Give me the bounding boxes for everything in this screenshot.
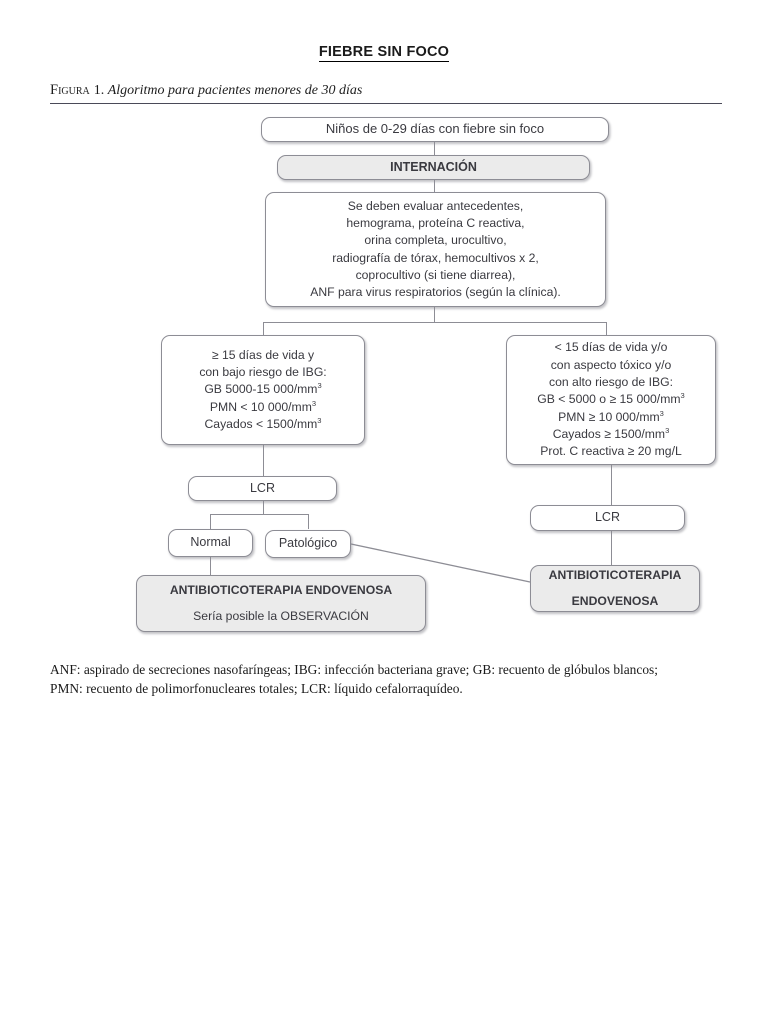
figure-label: Figura: [50, 82, 90, 98]
flow-node-treatment-right-line-2: ENDOVENOSA: [571, 593, 659, 608]
flow-node-pathological-label: Patológico: [278, 536, 338, 551]
flow-node-low-risk-line-4: PMN < 10 000/mm3: [209, 398, 317, 414]
connector-lcr-left-stem: [263, 501, 264, 514]
flow-node-normal-label: Normal: [190, 535, 231, 550]
flow-node-lcr-left: LCR: [188, 476, 337, 501]
figure-caption-text: Algoritmo para pacientes menores de 30 d…: [107, 83, 363, 98]
flow-node-treatment-right: ANTIBIOTICOTERAPIA ENDOVENOSA: [530, 565, 700, 612]
flow-node-evaluation-line-6: ANF para virus respiratorios (según la c…: [310, 285, 561, 300]
flow-node-low-risk-line-5: Cayados < 1500/mm3: [204, 415, 322, 431]
page-title-text: FIEBRE SIN FOCO: [318, 44, 450, 62]
flow-node-high-risk-line-7: Prot. C reactiva ≥ 20 mg/L: [540, 444, 682, 459]
connector-evaluation-stem: [434, 307, 435, 322]
connector-branch-left-drop: [263, 322, 264, 335]
footnote: ANF: aspirado de secreciones nasofarínge…: [50, 660, 750, 699]
connector-start-to-admission: [434, 142, 435, 155]
connector-to-pathological: [308, 514, 309, 529]
flow-node-lcr-left-label: LCR: [249, 480, 275, 495]
connector-branch-right-drop: [606, 322, 607, 335]
flow-node-treatment-right-line-1: ANTIBIOTICOTERAPIA: [548, 568, 682, 583]
figure-number: 1.: [93, 83, 105, 98]
flow-node-low-risk-line-2: con bajo riesgo de IBG:: [199, 365, 327, 379]
flow-node-evaluation-line-3: orina completa, urocultivo,: [364, 233, 507, 248]
flow-node-high-risk-line-4: GB < 5000 o ≥ 15 000/mm3: [537, 391, 685, 407]
flow-node-normal: Normal: [168, 529, 253, 557]
connector-admission-to-evaluation: [434, 180, 435, 192]
flow-node-evaluation: Se deben evaluar antecedentes, hemograma…: [265, 192, 606, 307]
connector-branch-horizontal: [263, 322, 606, 323]
connector-pathological-to-treatment-right: [350, 543, 531, 583]
connector-to-normal: [210, 514, 211, 529]
flow-node-low-risk-line-1: ≥ 15 días de vida y: [211, 347, 315, 362]
footnote-line-2: PMN: recuento de polimorfonucleares tota…: [50, 681, 463, 697]
flow-node-start: Niños de 0-29 días con fiebre sin foco: [261, 117, 609, 142]
flow-node-start-label: Niños de 0-29 días con fiebre sin foco: [325, 121, 545, 137]
connector-low-risk-to-lcr: [263, 445, 264, 476]
flow-node-high-risk: < 15 días de vida y/o con aspecto tóxico…: [506, 335, 716, 465]
page-title: FIEBRE SIN FOCO: [0, 44, 768, 62]
flow-node-treatment-left-line-1: ANTIBIOTICOTERAPIA ENDOVENOSA: [169, 582, 393, 597]
figure-divider: [50, 103, 722, 104]
flow-node-lcr-right-label: LCR: [594, 510, 620, 525]
footnote-line-1: ANF: aspirado de secreciones nasofarínge…: [50, 662, 658, 677]
connector-lcr-right-to-treatment: [611, 531, 612, 565]
flow-node-treatment-left-line-2: Sería posible la OBSERVACIÓN: [193, 609, 369, 623]
flow-node-high-risk-line-1: < 15 días de vida y/o: [554, 340, 668, 355]
connector-high-risk-to-lcr-right: [611, 465, 612, 505]
flow-node-low-risk: ≥ 15 días de vida y con bajo riesgo de I…: [161, 335, 365, 445]
flow-node-admission-label: INTERNACIÓN: [390, 159, 477, 174]
flow-node-evaluation-line-2: hemograma, proteína C reactiva,: [346, 215, 525, 230]
flow-node-high-risk-line-2: con aspecto tóxico y/o: [550, 357, 672, 372]
flow-node-evaluation-line-1: Se deben evaluar antecedentes,: [347, 198, 524, 213]
flow-node-admission: INTERNACIÓN: [277, 155, 590, 180]
flow-node-lcr-right: LCR: [530, 505, 685, 531]
flow-node-evaluation-line-4: radiografía de tórax, hemocultivos x 2,: [332, 250, 539, 265]
flow-node-high-risk-line-3: con alto riesgo de IBG:: [549, 375, 673, 389]
flow-node-pathological: Patológico: [265, 530, 351, 558]
flow-node-high-risk-line-6: Cayados ≥ 1500/mm3: [552, 425, 670, 441]
connector-normal-to-treatment: [210, 557, 211, 575]
flow-node-evaluation-line-5: coprocultivo (si tiene diarrea),: [355, 267, 516, 282]
flow-node-low-risk-line-3: GB 5000-15 000/mm3: [204, 381, 322, 397]
flow-node-treatment-left: ANTIBIOTICOTERAPIA ENDOVENOSA Sería posi…: [136, 575, 426, 632]
connector-lcr-left-horizontal: [210, 514, 308, 515]
flow-node-high-risk-line-5: PMN ≥ 10 000/mm3: [558, 408, 664, 424]
